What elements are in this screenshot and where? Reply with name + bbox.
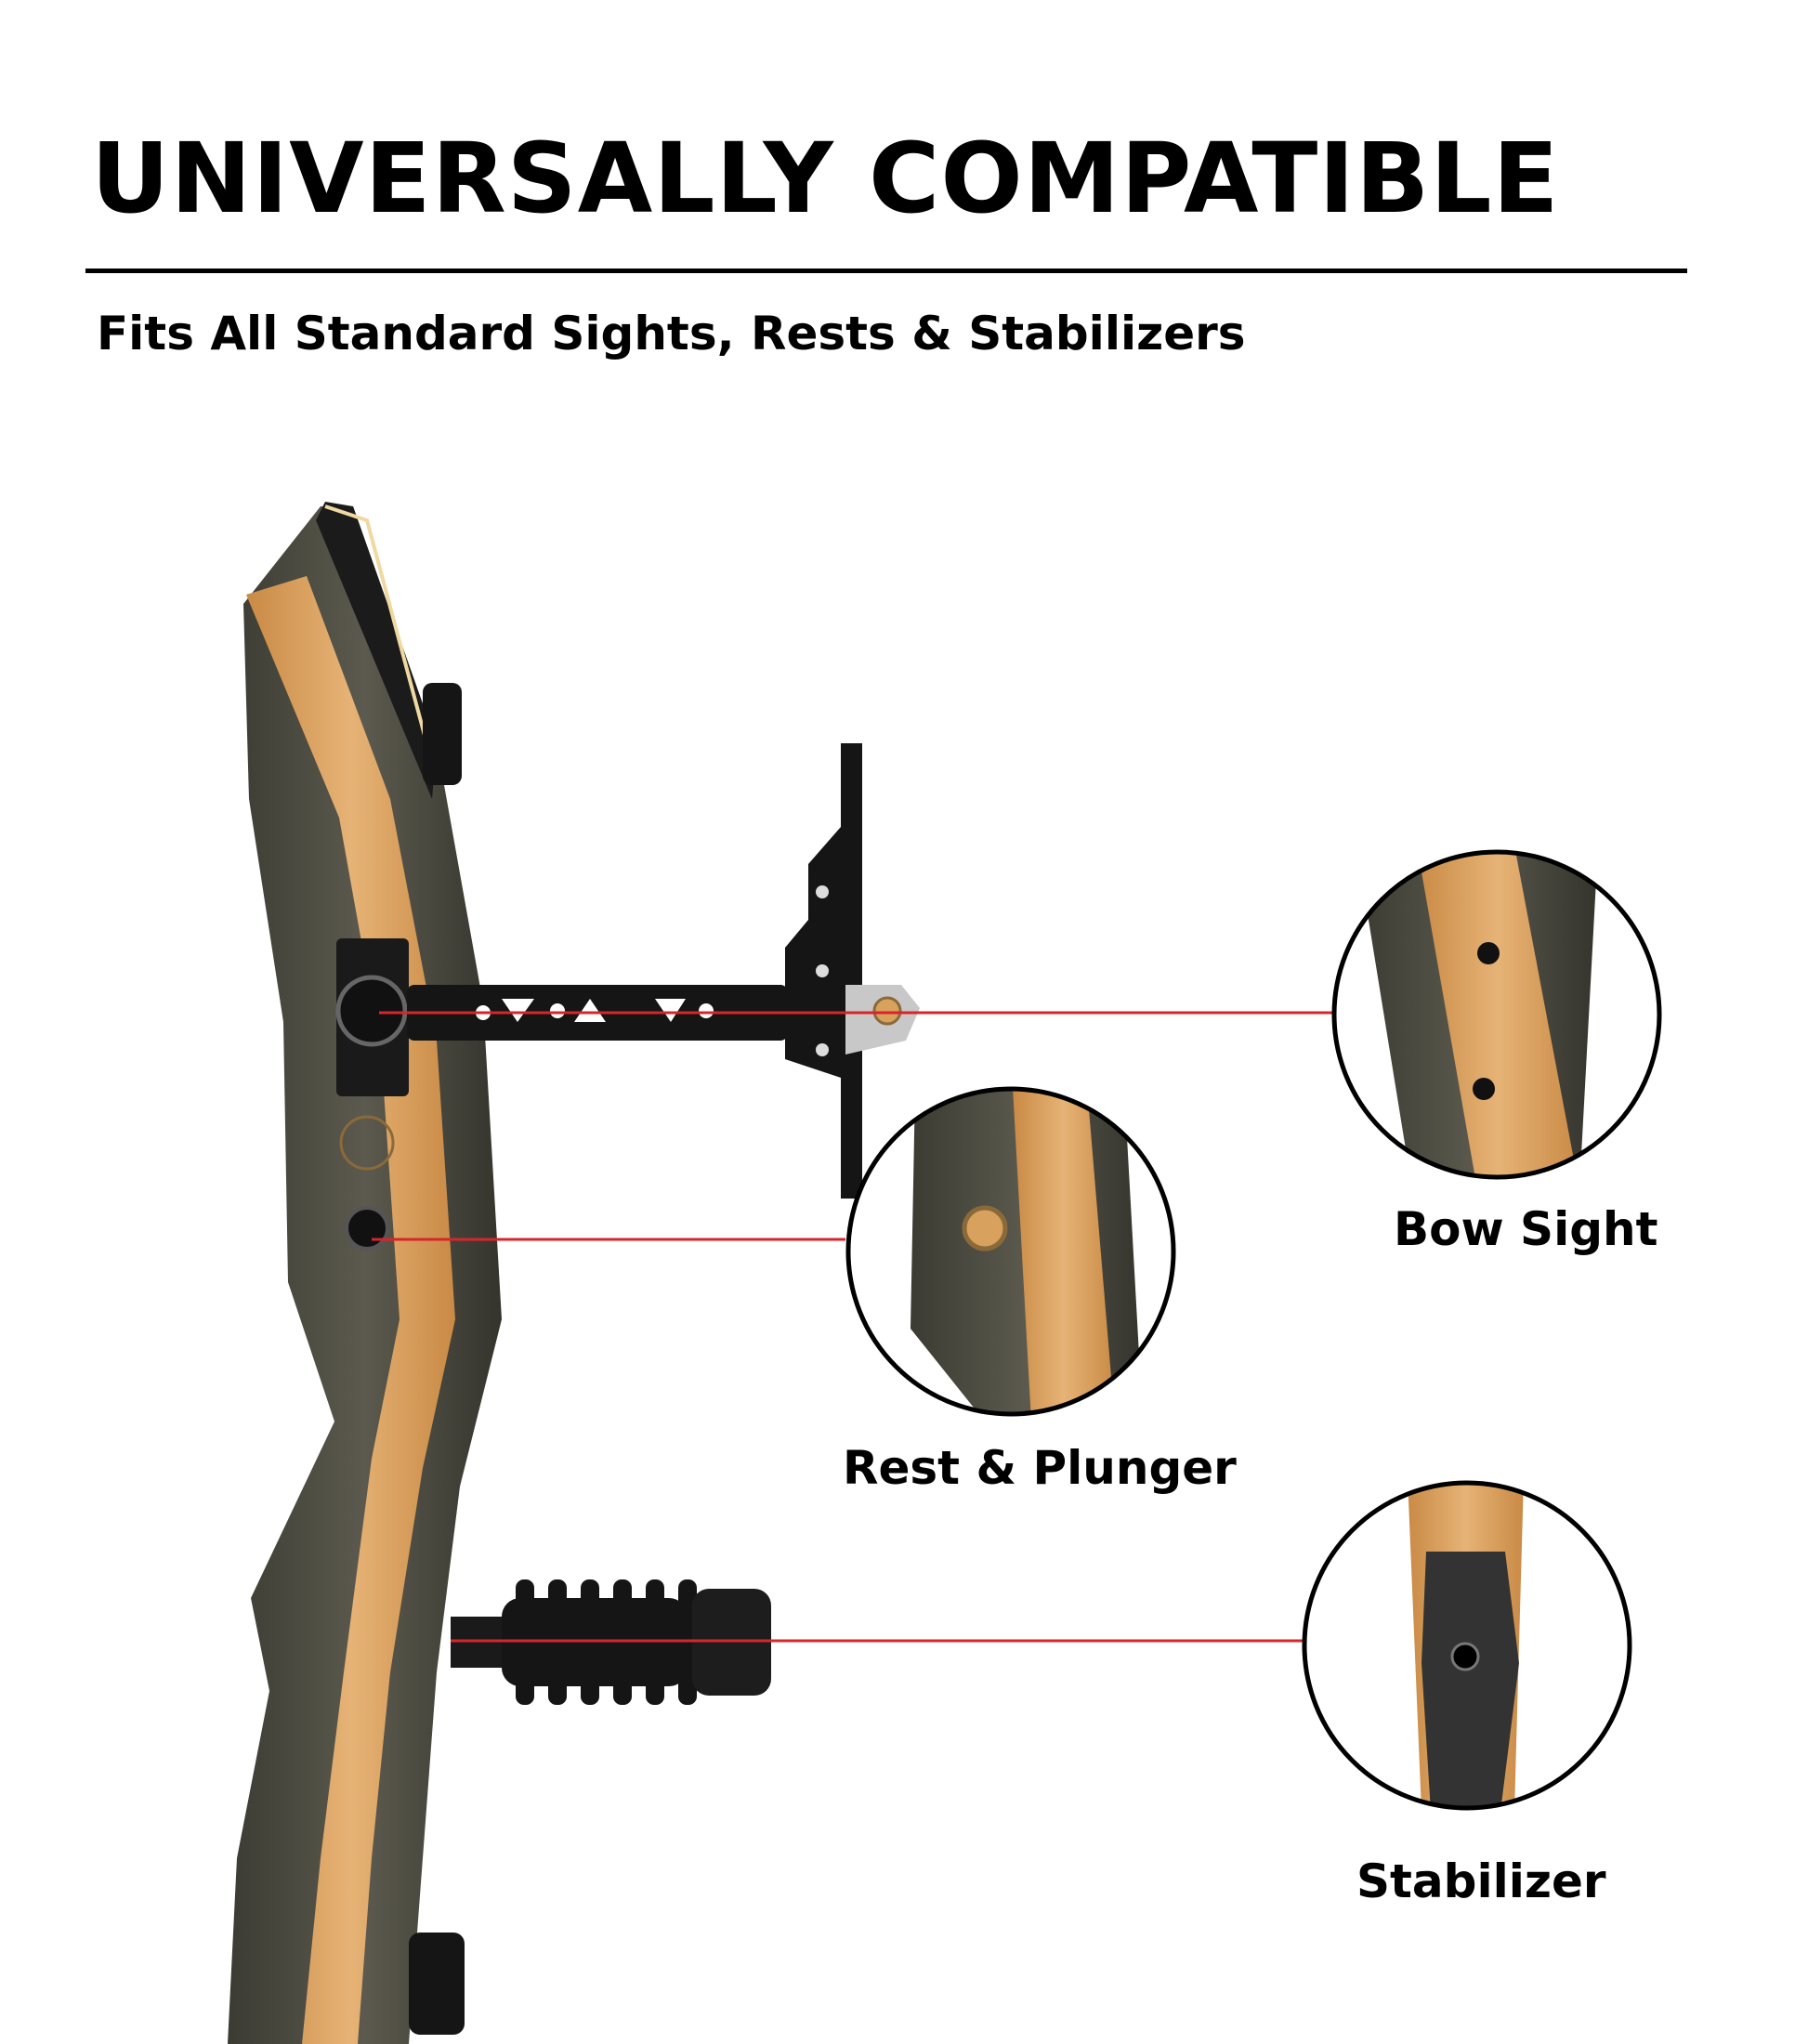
- label-bow-sight: Bow Sight: [1394, 1202, 1658, 1256]
- page-subtitle: Fits All Standard Sights, Rests & Stabil…: [97, 307, 1246, 360]
- stabilizer-detail: [1302, 1480, 1632, 1811]
- label-stabilizer: Stabilizer: [1356, 1854, 1606, 1908]
- bow-sight-detail: [1331, 849, 1662, 1180]
- rest-plunger-detail: [845, 1086, 1176, 1417]
- title-divider: [85, 269, 1687, 273]
- label-rest-plunger: Rest & Plunger: [843, 1441, 1237, 1495]
- bow-riser: [228, 502, 502, 2044]
- page-title: UNIVERSALLY COMPATIBLE: [91, 122, 1560, 235]
